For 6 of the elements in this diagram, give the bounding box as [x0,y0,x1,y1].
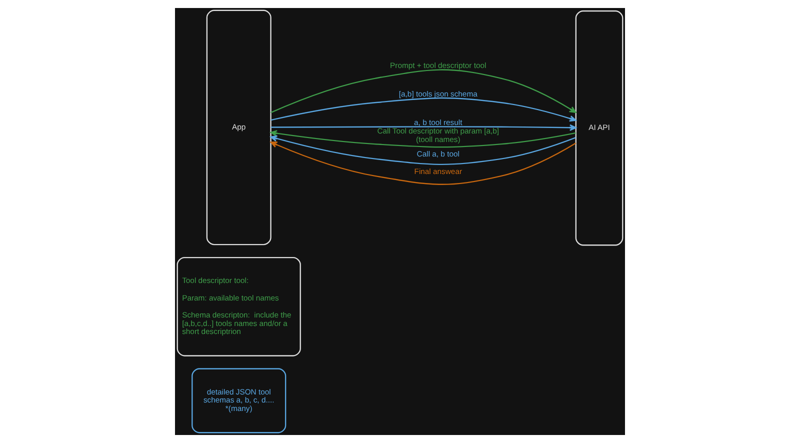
arrow [270,142,576,185]
arrow [270,124,576,131]
arrow [270,135,576,166]
arrow [270,97,576,122]
arrow [270,130,576,148]
arrow [270,69,576,114]
